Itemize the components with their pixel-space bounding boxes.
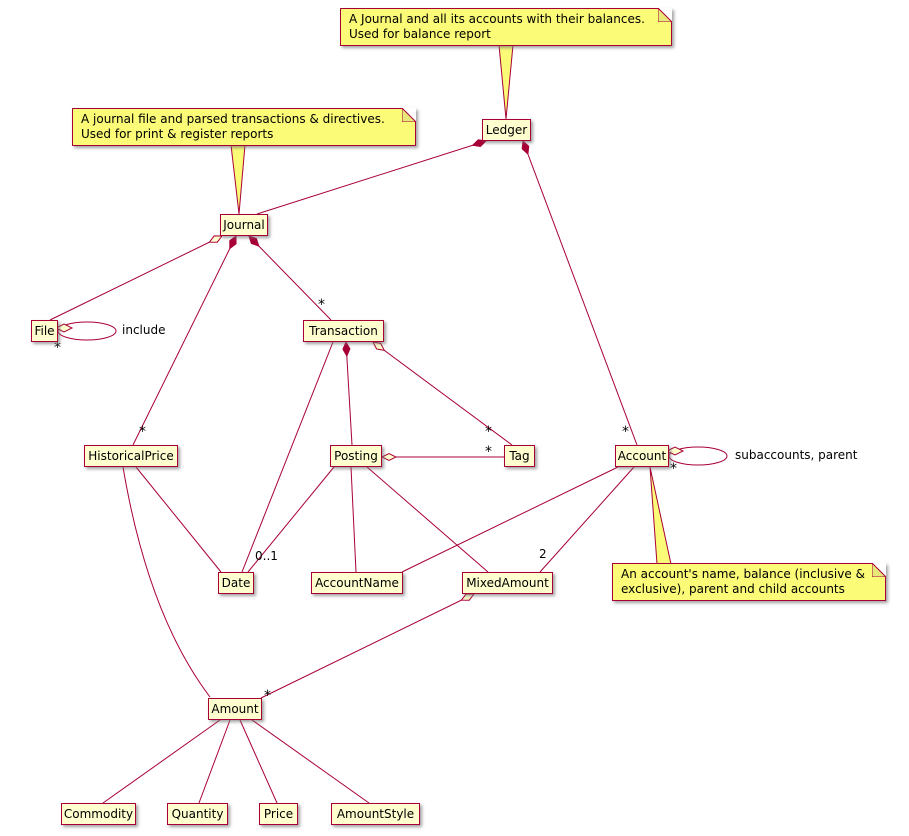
class-tag: Tag [504,445,535,467]
edge-amount-quantity [198,719,231,804]
aggregation-diamond-file [54,323,74,333]
edge-posting-accountname [350,466,357,573]
class-transaction: Transaction [303,320,384,342]
class-journal: Journal [220,214,268,236]
edge-amount-amountstyle [251,719,370,804]
edge-journal-transaction [249,236,332,321]
class-ledger: Ledger [482,119,531,141]
note-account: An account's name, balance (inclusive & … [612,563,886,601]
class-file: File [31,320,58,342]
edge-account-accountname [401,466,619,573]
class-date: Date [218,572,254,594]
edge-transaction-posting [346,342,353,446]
note-fold-icon [872,563,886,577]
note-pointer-ledger [498,44,514,120]
class-account: Account [615,445,669,467]
edge-mixedamount-amount [260,594,474,699]
edge-ledger-journal [256,141,486,215]
edge-amount-price [239,719,278,804]
edge-file-include-loop [57,321,117,341]
edge-journal-file [49,236,222,321]
edge-transaction-date [241,341,334,573]
multiplicity-posting-date: 0..1 [255,549,278,563]
multiplicity-account-subaccounts: * [670,461,677,477]
edge-historicalprice-date [135,466,222,573]
class-quantity: Quantity [167,803,228,825]
edge-account-subaccounts-loop [668,446,728,466]
class-price: Price [259,803,298,825]
note-text-line: exclusive), parent and child accounts [621,582,845,596]
note-text-line: A Journal and all its accounts with thei… [349,12,645,26]
class-amount: Amount [208,698,262,720]
edge-amount-commodity [102,719,221,804]
note-text-line: A journal file and parsed transactions &… [81,112,385,126]
note-fold-icon [658,8,672,22]
multiplicity-account-mixedamount: 2 [539,547,547,561]
multiplicity-journal-transaction: * [318,297,325,313]
edge-transaction-tag [373,342,513,446]
note-text-line: Used for balance report [349,27,491,41]
multiplicity-ledger-account: * [622,424,629,440]
note-pointer-account [649,466,672,565]
note-text-line: Used for print & register reports [81,127,274,141]
label-subaccounts-parent: subaccounts, parent [735,448,858,462]
note-fold-icon [402,108,416,122]
label-include: include [122,323,166,337]
edge-historicalprice-amount [122,466,211,698]
multiplicity-transaction-tag: * [485,424,492,440]
class-accountname: AccountName [311,572,403,594]
multiplicity-journal-historicalprice: * [139,424,146,440]
multiplicity-posting-tag: * [485,444,492,460]
edge-posting-mixedamount [366,466,489,573]
class-mixedamount: MixedAmount [462,572,553,594]
edge-journal-historicalprice [132,236,236,446]
aggregation-diamond-account [665,446,685,456]
class-historicalprice: HistoricalPrice [84,445,178,467]
multiplicity-file-include: * [54,340,61,356]
class-posting: Posting [330,445,382,467]
edge-posting-date [247,466,335,573]
note-journal: A journal file and parsed transactions &… [72,108,416,146]
edge-account-mixedamount [539,466,635,573]
edge-ledger-account [523,141,638,446]
class-amountstyle: AmountStyle [331,803,420,825]
note-ledger: A Journal and all its accounts with thei… [340,8,672,46]
multiplicity-mixedamount-amount: * [264,688,271,704]
class-commodity: Commodity [61,803,136,825]
note-pointer-journal [230,144,246,215]
note-text-line: An account's name, balance (inclusive & [621,567,865,581]
